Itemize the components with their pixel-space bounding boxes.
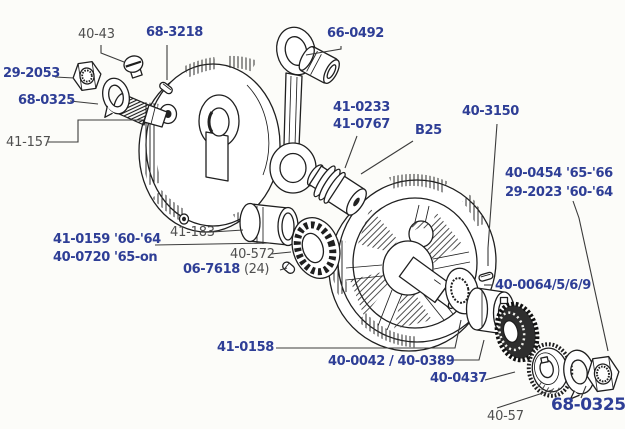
part-label-key-drive: 68-3218 [146,25,203,40]
part-label-bearing-cage: 40-572 [230,247,275,262]
part-label-main-bearing-b: 40-0720 '65-on [53,250,158,265]
timing-pinion-gear-drawing [526,342,574,398]
part-label-pinion: 40-57 [487,409,524,424]
woodruff-key-pinion-drawing [478,271,494,282]
crankshaft-screw-drawing [123,55,144,79]
part-label-key-pinion: 40-3150 [462,104,519,119]
part-label-screw: 40-43 [78,27,115,42]
roller-bearing-cage-drawing [291,217,341,279]
part-label-rollers-qty: (24) [244,262,270,277]
part-label-crankpin-b: 41-0767 [333,117,390,132]
pinion-lock-washer-drawing [563,349,595,400]
part-label-model: B25 [415,123,442,138]
small-end-bushing-drawing [298,46,340,85]
engine-sprocket-drawing [494,301,540,363]
part-label-crankpin-a: 41-0233 [333,100,390,115]
part-label-washer-pinion: 68-0325 [551,395,625,415]
part-label-rollers: 06-7618 (24) [183,262,270,277]
part-label-spacer: 40-0042 / 40-0389 [328,354,455,369]
connecting-rod-drawing [269,26,317,194]
crankpin-bush-drawing [239,202,299,247]
part-label-small-end-bush: 66-0492 [327,26,384,41]
timing-nut-drawing [586,355,620,393]
drive-side-lock-washer-drawing [102,77,130,118]
part-label-bush: 41-183 [170,225,215,240]
part-label-mainshaft: 41-157 [6,135,51,150]
part-label-nut-timing-a: 40-0454 '65-'66 [505,166,613,181]
part-label-nut-timing-b: 29-2023 '60-'64 [505,185,613,200]
part-label-nut-drive: 29-2053 [3,66,60,81]
crank-pin-drawing [306,164,367,216]
part-label-shims: 40-0064/5/6/9 [495,278,591,293]
drive-flywheel-drawing [138,55,281,233]
part-label-sprocket: 40-0437 [430,371,487,386]
part-label-rollers-number: 06-7618 [183,262,240,277]
drive-side-nut-drawing [72,61,102,91]
part-label-washer-drive: 68-0325 [18,93,75,108]
leader-lines [48,45,609,409]
part-label-main-bearing-a: 41-0159 '60-'64 [53,232,161,247]
roller-drawing [282,261,296,274]
woodruff-key-drive-drawing [159,81,173,95]
part-label-washer-timing: 41-0158 [217,340,274,355]
